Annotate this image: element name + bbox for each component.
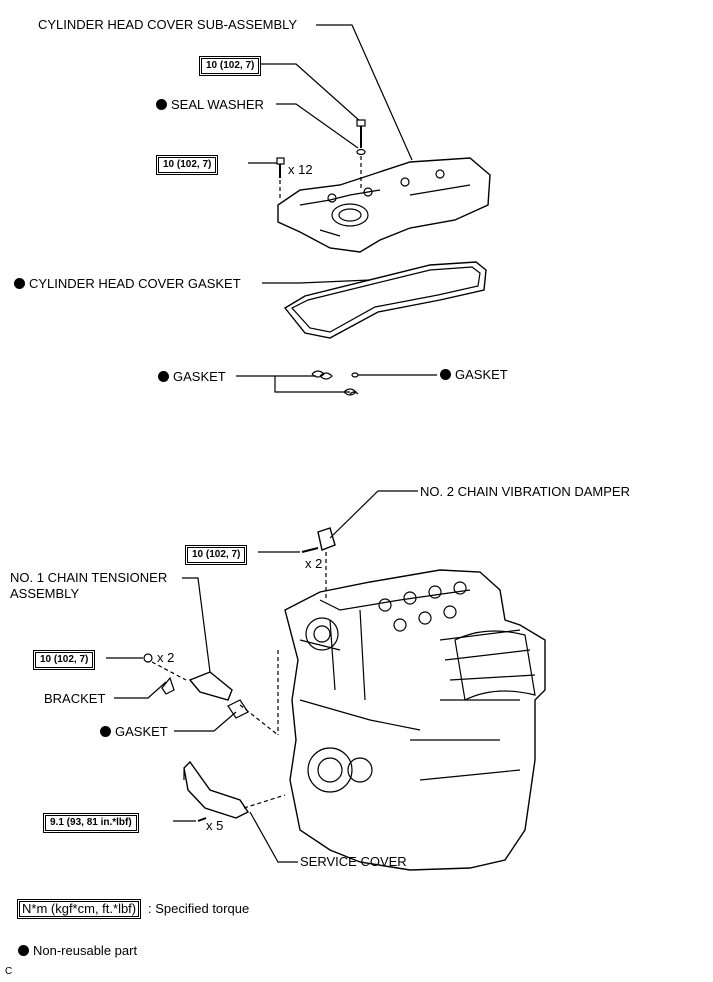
- engine-block-shape: [284, 569, 546, 871]
- label-gasket-right: GASKET: [440, 367, 508, 382]
- multiplier-1: x 12: [288, 162, 313, 177]
- small-gasket-2: [343, 388, 359, 396]
- leader-bracket: [114, 681, 167, 699]
- multiplier-2: x 2: [305, 556, 323, 571]
- label-gasket-left-text: GASKET: [173, 369, 226, 384]
- leader-service-cover: [249, 811, 298, 863]
- non-reusable-icon: [156, 99, 167, 110]
- label-bracket: BRACKET: [44, 691, 106, 706]
- label-gasket-right-text: GASKET: [455, 367, 508, 382]
- torque-spec-4: 10 (102, 7): [33, 650, 96, 670]
- head-cover-shape: [277, 157, 491, 253]
- leader-seal-washer: [276, 103, 359, 149]
- leader-gasket-left: [236, 375, 350, 393]
- leader-cover-gasket: [262, 279, 371, 284]
- small-gasket-3: [351, 372, 359, 378]
- legend-nonreusable-text: Non-reusable part: [33, 943, 138, 958]
- leader-torque-1: [261, 63, 362, 123]
- non-reusable-icon: [158, 371, 169, 382]
- multiplier-4: x 5: [206, 818, 224, 833]
- label-service-cover: SERVICE COVER: [300, 854, 407, 869]
- torque-spec-3: 10 (102, 7): [185, 545, 248, 565]
- label-tensioner-2: ASSEMBLY: [10, 586, 80, 601]
- non-reusable-icon: [18, 945, 29, 956]
- cover-gasket-shape: [283, 261, 487, 339]
- label-chain-damper: NO. 2 CHAIN VIBRATION DAMPER: [420, 484, 630, 499]
- legend-torque-text: : Specified torque: [148, 901, 250, 916]
- multiplier-3: x 2: [157, 650, 175, 665]
- label-gasket-left: GASKET: [158, 369, 226, 384]
- torque-spec-2: 10 (102, 7): [156, 155, 219, 175]
- label-head-cover: CYLINDER HEAD COVER SUB-ASSEMBLY: [38, 17, 298, 32]
- leader-tensioner: [182, 577, 211, 673]
- oil-cap: [331, 203, 369, 227]
- torque-spec-5: 9.1 (93, 81 in.*lbf): [43, 813, 139, 833]
- label-seal-washer: SEAL WASHER: [156, 97, 264, 112]
- label-gasket-lower-text: GASKET: [115, 724, 168, 739]
- small-gasket-1: [311, 370, 333, 380]
- leader-gasket-lower: [174, 711, 237, 732]
- leader-damper: [329, 490, 418, 539]
- label-cover-gasket: CYLINDER HEAD COVER GASKET: [14, 276, 241, 291]
- non-reusable-icon: [100, 726, 111, 737]
- footer-code: C: [5, 966, 13, 977]
- label-seal-washer-text: SEAL WASHER: [171, 97, 264, 112]
- non-reusable-icon: [440, 369, 451, 380]
- label-tensioner-1: NO. 1 CHAIN TENSIONER: [10, 570, 168, 585]
- non-reusable-icon: [14, 278, 25, 289]
- leader-head-cover: [316, 24, 413, 161]
- torque-spec-1: 10 (102, 7): [199, 56, 262, 76]
- legend-nonreusable: Non-reusable part: [18, 943, 137, 958]
- label-cover-gasket-text: CYLINDER HEAD COVER GASKET: [29, 276, 241, 291]
- label-gasket-lower: GASKET: [100, 724, 168, 739]
- legend-torque-box: N*m (kgf*cm, ft.*lbf): [17, 899, 142, 919]
